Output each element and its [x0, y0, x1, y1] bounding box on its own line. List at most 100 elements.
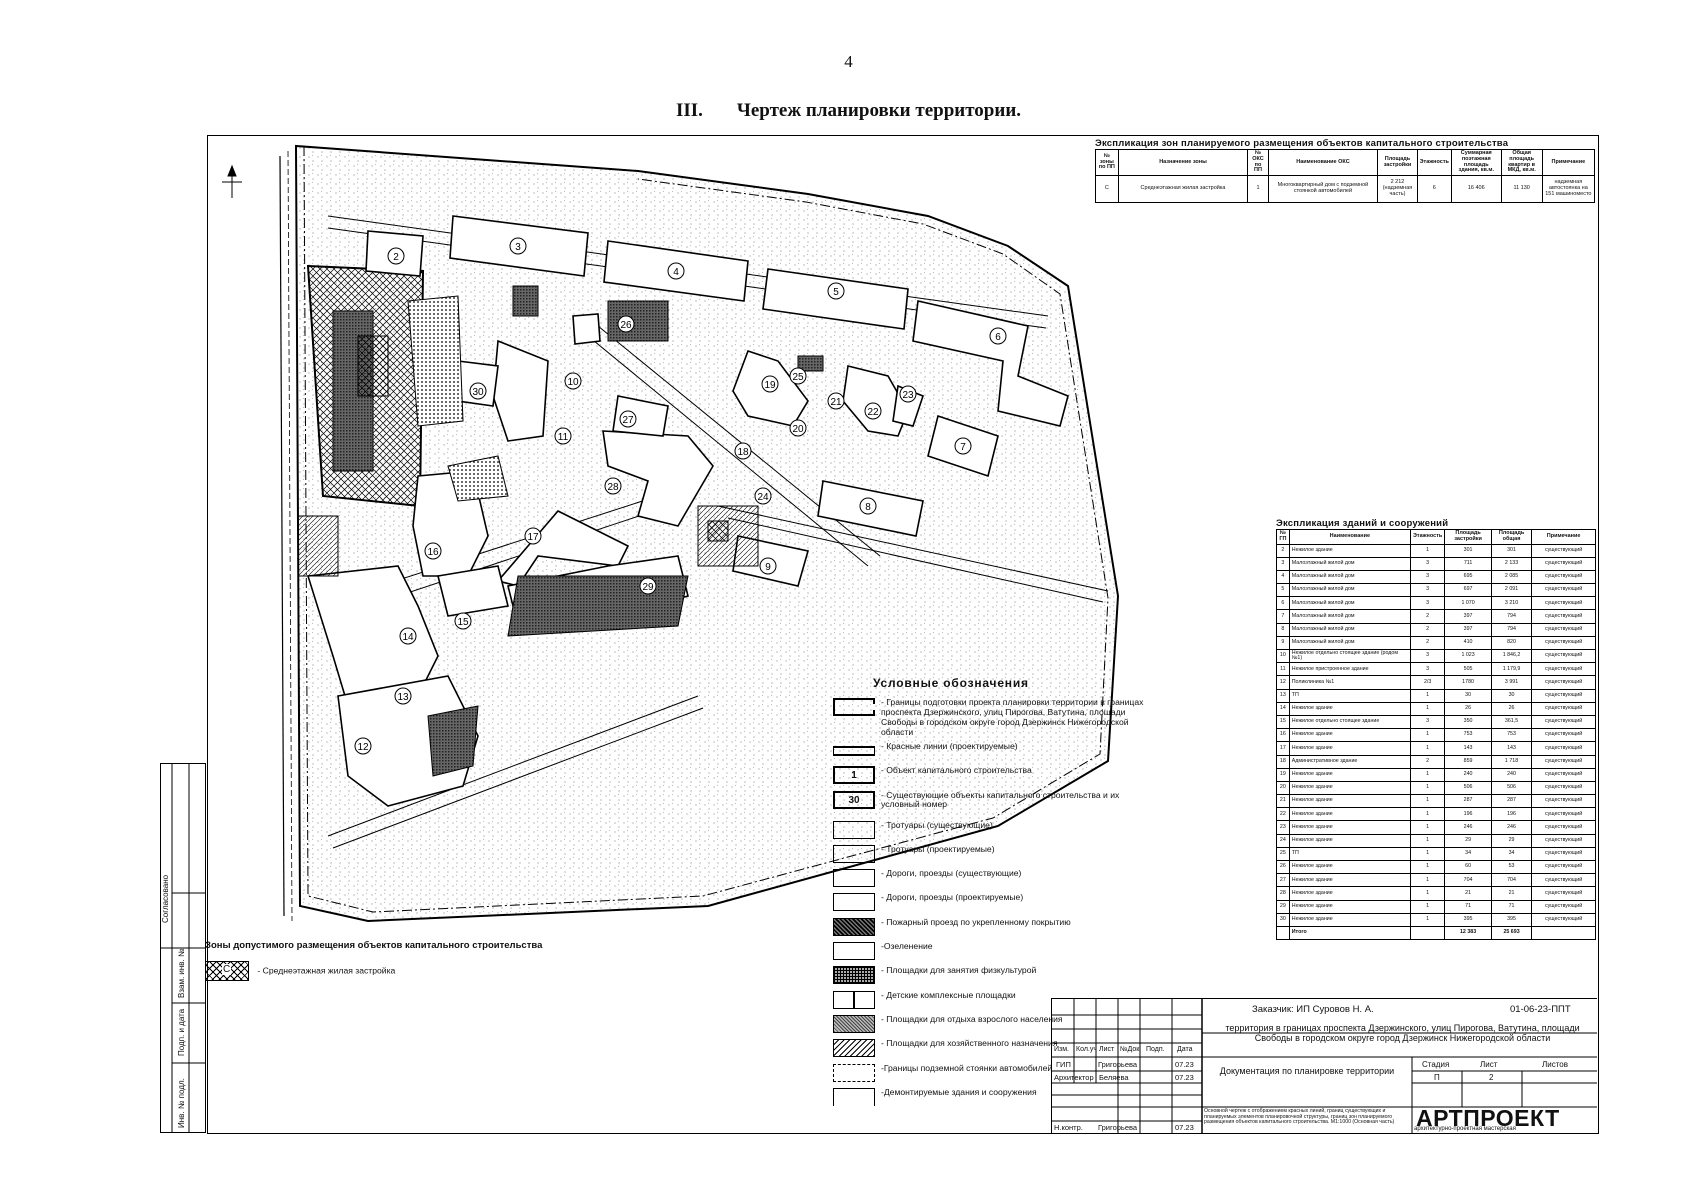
legend: Условные обозначения - Границы подготовк…: [833, 676, 1293, 1110]
zones-table-title: Экспликация зон планируемого размещения …: [1095, 138, 1509, 149]
table-cell: 1 846,2: [1490, 649, 1533, 664]
zone-placement-label: - Среднеэтажная жилая застройка: [257, 965, 396, 976]
tb-name-architect: Беляева: [1099, 1073, 1129, 1082]
legend-label: - Красные линии (проектируемые): [881, 741, 1018, 751]
building-number-marker: [789, 367, 807, 385]
legend-label: - Объект капитального строительства: [881, 765, 1032, 776]
building-number-marker: [639, 577, 657, 595]
table-cell: 697: [1444, 583, 1492, 598]
table-cell: существующий: [1531, 860, 1596, 875]
building-number-marker: [789, 419, 807, 437]
table-cell: 4: [1276, 569, 1290, 585]
table-cell: 859: [1444, 754, 1492, 769]
table-cell: Нежилое здание: [1288, 728, 1411, 743]
buildings-table-title: Экспликация зданий и сооружений: [1276, 518, 1449, 529]
table-cell: Нежилое отдельно стоящее здание (родом №…: [1288, 649, 1411, 664]
zh-0: № зоны по ПП: [1095, 148, 1119, 177]
tb-role-gip: ГИП: [1056, 1060, 1071, 1069]
heading-text: Чертеж планировки территории.: [736, 100, 1022, 121]
building-number-label: 4: [673, 267, 679, 278]
building-number-label: 26: [620, 320, 632, 331]
building-number-label: 5: [833, 287, 839, 298]
zones-table-header: № зоны по ПП Назначение зоны № ОКС по ПП…: [1095, 148, 1596, 177]
table-cell: 287: [1444, 794, 1492, 809]
table-cell: Административное здание: [1288, 754, 1411, 769]
table-cell: 246: [1490, 820, 1533, 835]
tb-hdr-4: Подп.: [1146, 1046, 1165, 1053]
table-cell: 301: [1444, 543, 1492, 558]
building-number-label: 24: [757, 492, 769, 503]
tb-hdr-5: Дата: [1177, 1046, 1193, 1053]
legend-label: - Дороги, проезды (существующие): [881, 868, 1022, 879]
table-cell: Нежилое здание: [1288, 833, 1411, 848]
table-cell: Малоэтажный жилой дом: [1288, 622, 1411, 637]
zr-4: 2 212 (надземная часть): [1377, 175, 1418, 204]
legend-swatch-red-lines: [833, 746, 875, 756]
legend-swatch-greenery: [833, 942, 875, 961]
zh-6: Суммарная поэтажная площадь здания, кв.м…: [1450, 148, 1502, 177]
margin-strip: Согласовано Взам. инв. № Подп. и дата Ин…: [160, 763, 206, 1133]
tb-stage: П: [1434, 1073, 1440, 1082]
legend-swatch-adult-rest: [833, 1014, 875, 1033]
table-cell: 240: [1444, 767, 1492, 782]
table-cell: 26: [1444, 701, 1492, 716]
table-cell: 395: [1444, 912, 1492, 927]
table-cell: существующий: [1531, 622, 1596, 637]
buildings-table: № ГП Наименование Этажность Площадь заст…: [1276, 529, 1596, 941]
legend-item-sports-grounds: - Площадки для занятия физкультурой: [833, 964, 1293, 988]
table-cell: 71: [1490, 899, 1533, 914]
table-cell: Нежилое здание: [1288, 820, 1411, 835]
table-cell: 3: [1409, 556, 1446, 571]
table-cell: 1: [1409, 728, 1446, 743]
table-cell: 1 023: [1444, 649, 1492, 664]
table-cell: 8: [1276, 622, 1290, 637]
table-cell: 3 991: [1490, 675, 1533, 690]
tb-hdr-1: Кол.уч: [1076, 1046, 1097, 1053]
legend-item-sidewalks-planned: - Тротуары (проектируемые): [833, 843, 1293, 867]
legend-swatch-roads-planned: [833, 893, 875, 912]
legend-swatch-boundary: [833, 698, 875, 716]
zh-8: Примечание: [1541, 148, 1596, 177]
zone-placement-legend: Зоны допустимого размещения объектов кап…: [205, 940, 585, 981]
table-cell: существующий: [1531, 635, 1596, 651]
building-number-marker: [989, 327, 1007, 345]
building-number-label: 21: [830, 397, 842, 408]
table-cell: 53: [1490, 860, 1533, 875]
table-cell: 2: [1409, 622, 1446, 637]
north-arrow: [222, 164, 242, 198]
tb-sheets-hdr: Листов: [1542, 1060, 1568, 1069]
building-number-label: 19: [764, 380, 776, 391]
zones-table: № зоны по ПП Назначение зоны № ОКС по ПП…: [1095, 148, 1596, 204]
margin-strip-frame: [160, 763, 206, 1133]
table-cell: 240: [1490, 767, 1533, 782]
legend-swatch-existing-objects: 30: [833, 790, 875, 809]
zr-7: 11 130: [1500, 175, 1543, 204]
table-cell: 1 718: [1490, 754, 1533, 769]
table-cell: Нежилое здание: [1288, 794, 1411, 809]
legend-swatch-sidewalks-existing: [833, 820, 875, 839]
zr-2: 1: [1247, 175, 1269, 204]
table-cell: 2: [1409, 754, 1446, 769]
table-cell: существующий: [1531, 675, 1596, 690]
tb-stage-hdr: Стадия: [1422, 1060, 1450, 1069]
table-cell: 506: [1444, 780, 1492, 796]
building-number-marker: [524, 527, 542, 545]
building-number-label: 23: [902, 390, 914, 401]
building-number-marker: [827, 392, 845, 410]
table-cell: 1: [1409, 912, 1446, 927]
legend-label: - Тротуары (существующие): [881, 819, 993, 830]
tb-territory: территория в границах проспекта Дзержинс…: [1225, 1023, 1580, 1043]
table-cell: 1: [1409, 543, 1446, 558]
table-cell: существующий: [1531, 649, 1596, 664]
legend-swatch-fire-lane: [833, 917, 875, 936]
table-cell: 2: [1409, 609, 1446, 624]
building-number-marker: [394, 687, 412, 705]
